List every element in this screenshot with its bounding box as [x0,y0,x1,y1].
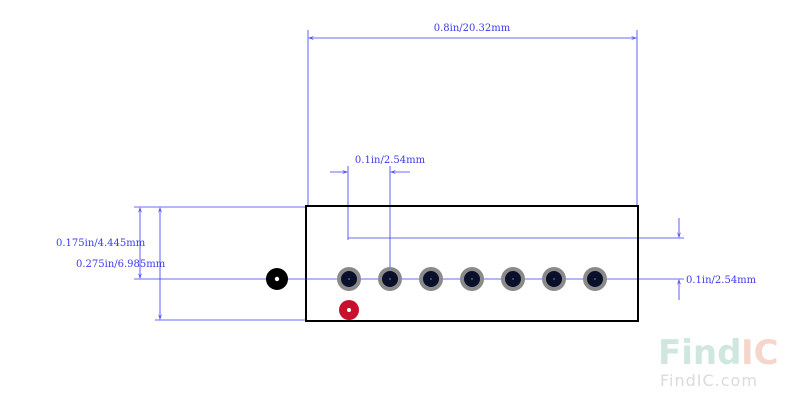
watermark-logo: Find IC [658,333,779,373]
dimension-body-height-label: 0.275in/6.985mm [76,259,166,270]
watermark-logo-ic: IC [741,333,779,373]
pin-6 [542,267,566,291]
dimension-pin-pitch-label: 0.1in/2.54mm [355,155,426,166]
dimension-total-width-label: 0.8in/20.32mm [434,23,511,34]
pin-2 [378,267,402,291]
watermark-url: FindIC.com [660,371,758,390]
dimension-right-offset [348,218,684,300]
pin1-indicator [339,300,359,320]
pin-3 [419,267,443,291]
pin-1 [337,267,361,291]
dimension-right-offset-label: 0.1in/2.54mm [686,275,757,286]
pin-7 [583,267,607,291]
pin-4 [460,267,484,291]
dimension-left-vertical [134,206,305,321]
dimension-pin-pitch [330,166,410,279]
dimension-total-width [307,30,638,206]
reference-marker [266,268,288,290]
watermark-logo-find: Find [658,333,741,373]
pin-5 [501,267,525,291]
component-outline [305,205,639,322]
dimension-row-offset-label: 0.175in/4.445mm [56,238,146,249]
